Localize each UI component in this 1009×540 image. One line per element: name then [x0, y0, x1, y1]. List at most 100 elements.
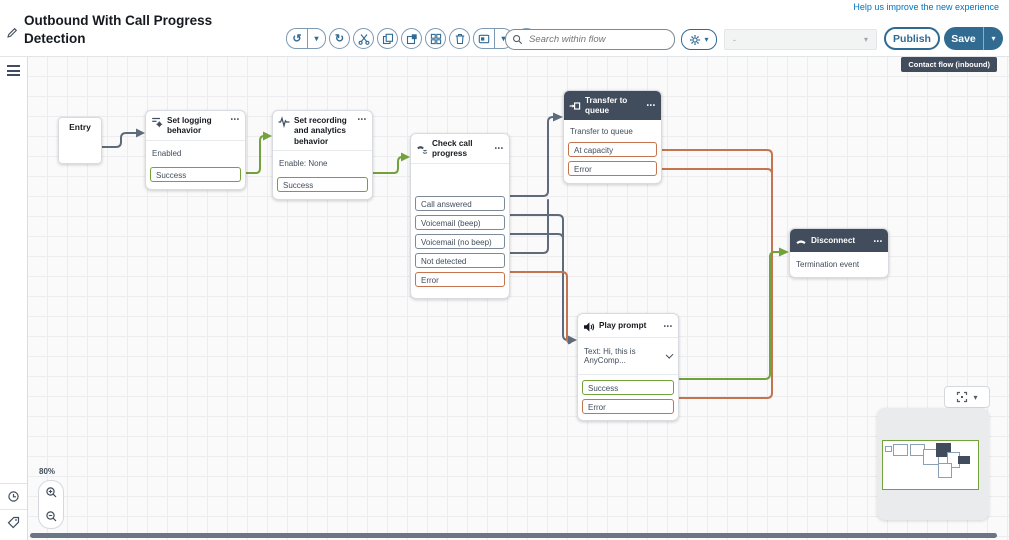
node-param-area — [411, 164, 509, 196]
fit-to-view-button[interactable]: ▾ — [944, 386, 990, 408]
grid-apps-icon — [430, 33, 441, 44]
history-icon — [8, 491, 19, 502]
version-history-button[interactable] — [0, 483, 27, 509]
node-title: Transfer to queue — [585, 96, 628, 116]
publish-button[interactable]: Publish — [884, 27, 940, 50]
search-input[interactable] — [527, 33, 668, 46]
node-set-logging-behavior[interactable]: Set logging behavior ••• Enabled Success — [145, 110, 246, 190]
output-error[interactable]: Error — [582, 399, 674, 414]
tag-icon — [7, 516, 20, 529]
node-param: Enable: None — [279, 158, 328, 168]
prompt-text-expander[interactable]: Text: Hi, this is AnyComp... — [578, 338, 678, 375]
node-set-recording-behavior[interactable]: Set recording and analytics behavior •••… — [272, 110, 373, 200]
help-improve-link[interactable]: Help us improve the new experience — [853, 2, 999, 12]
paste-icon — [406, 33, 417, 44]
undo-dropdown-caret-icon[interactable]: ▾ — [307, 28, 326, 49]
copy-button[interactable] — [377, 28, 398, 49]
node-menu-button[interactable]: ••• — [494, 146, 504, 153]
output-error[interactable]: Error — [415, 271, 505, 287]
output-success[interactable]: Success — [277, 176, 368, 192]
transfer-to-queue-icon — [569, 102, 581, 110]
prompt-text: Text: Hi, this is AnyComp... — [584, 347, 636, 365]
zoom-level-label: 80% — [39, 467, 56, 476]
output-success[interactable]: Success — [582, 380, 674, 395]
output-error[interactable]: Error — [568, 160, 657, 176]
node-menu-button[interactable]: ••• — [663, 323, 673, 330]
output-voicemail-no-beep[interactable]: Voicemail (no beep) — [415, 233, 505, 249]
node-transfer-to-queue[interactable]: Transfer to queue ••• Transfer to queue … — [563, 90, 662, 184]
gear-icon — [690, 34, 701, 45]
fit-caret-icon: ▾ — [973, 392, 978, 402]
redo-button[interactable]: ↻ — [329, 28, 350, 49]
node-menu-button[interactable]: ••• — [646, 103, 656, 110]
output-call-answered[interactable]: Call answered — [415, 195, 505, 211]
node-menu-button[interactable]: ••• — [873, 238, 883, 245]
output-voicemail-beep[interactable]: Voicemail (beep) — [415, 214, 505, 230]
node-title: Set logging behavior — [167, 116, 212, 136]
minimap-node — [938, 463, 952, 478]
entry-node[interactable]: Entry — [58, 117, 102, 164]
flow-type-badge: Contact flow (inbound) — [901, 57, 997, 72]
zoom-in-button[interactable] — [45, 486, 58, 499]
disconnect-icon — [796, 239, 806, 244]
copy-icon — [382, 33, 393, 44]
arrange-blocks-button[interactable] — [425, 28, 446, 49]
paste-button[interactable] — [401, 28, 422, 49]
minimap-node — [893, 444, 908, 456]
settings-caret-icon: ▾ — [704, 35, 709, 44]
output-not-detected[interactable]: Not detected — [415, 252, 505, 268]
node-title: Disconnect — [811, 236, 856, 246]
node-param: Enabled — [152, 148, 182, 158]
scissors-icon — [358, 33, 369, 45]
flow-settings-button[interactable]: ▾ — [681, 29, 717, 50]
minimap-node — [923, 449, 939, 465]
blocks-menu-button[interactable] — [7, 65, 20, 76]
node-title: Play prompt — [599, 321, 647, 331]
node-disconnect[interactable]: Disconnect ••• Termination event — [789, 228, 889, 278]
edit-title-icon[interactable] — [6, 26, 18, 47]
output-success[interactable]: Success — [150, 166, 241, 182]
undo-button[interactable]: ↺ — [286, 28, 307, 49]
check-call-progress-icon — [417, 146, 428, 154]
minimap-viewport[interactable] — [882, 440, 979, 490]
flow-toolbar: ↺ ▾ ↻ — [286, 28, 537, 49]
fit-screen-icon — [957, 391, 968, 403]
node-menu-button[interactable]: ••• — [357, 117, 367, 123]
set-recording-behavior-icon — [278, 116, 290, 128]
node-param: Transfer to queue — [570, 126, 633, 136]
node-title: Set recording and analytics behavior — [294, 116, 347, 146]
search-icon — [513, 35, 523, 45]
minimap[interactable] — [877, 408, 989, 520]
page-title: Outbound With Call Progress Detection — [24, 13, 213, 46]
zoom-controls — [38, 480, 64, 529]
language-select-disabled[interactable]: - ▾ — [724, 29, 877, 50]
cut-button[interactable] — [353, 28, 374, 49]
minimap-node — [958, 456, 970, 464]
node-menu-button[interactable]: ••• — [230, 117, 240, 123]
minimap-node — [885, 446, 892, 452]
save-button[interactable]: Save — [944, 27, 983, 50]
entry-label: Entry — [69, 122, 91, 132]
horizontal-scrollbar[interactable] — [30, 533, 997, 538]
play-prompt-speaker-icon — [584, 321, 595, 332]
disabled-select-value: - — [733, 34, 736, 45]
set-logging-behavior-icon — [152, 117, 163, 128]
node-check-call-progress[interactable]: Check call progress ••• Call answered Vo… — [410, 133, 510, 299]
left-rail — [0, 56, 28, 540]
save-dropdown-caret-icon[interactable]: ▾ — [983, 27, 1003, 50]
note-icon — [478, 34, 490, 43]
zoom-out-button[interactable] — [45, 510, 58, 523]
zoom-out-icon — [45, 511, 56, 522]
node-play-prompt[interactable]: Play prompt ••• Text: Hi, this is AnyCom… — [577, 313, 679, 421]
search-within-flow — [505, 29, 675, 50]
zoom-in-icon — [45, 487, 56, 498]
top-header: Help us improve the new experience Outbo… — [0, 0, 1009, 57]
trash-icon — [455, 33, 464, 44]
output-at-capacity[interactable]: At capacity — [568, 141, 657, 157]
delete-button[interactable] — [449, 28, 470, 49]
node-param: Termination event — [796, 260, 860, 269]
add-annotation-button[interactable] — [473, 28, 494, 49]
tags-button[interactable] — [0, 509, 27, 535]
disabled-select-caret-icon: ▾ — [863, 35, 868, 44]
